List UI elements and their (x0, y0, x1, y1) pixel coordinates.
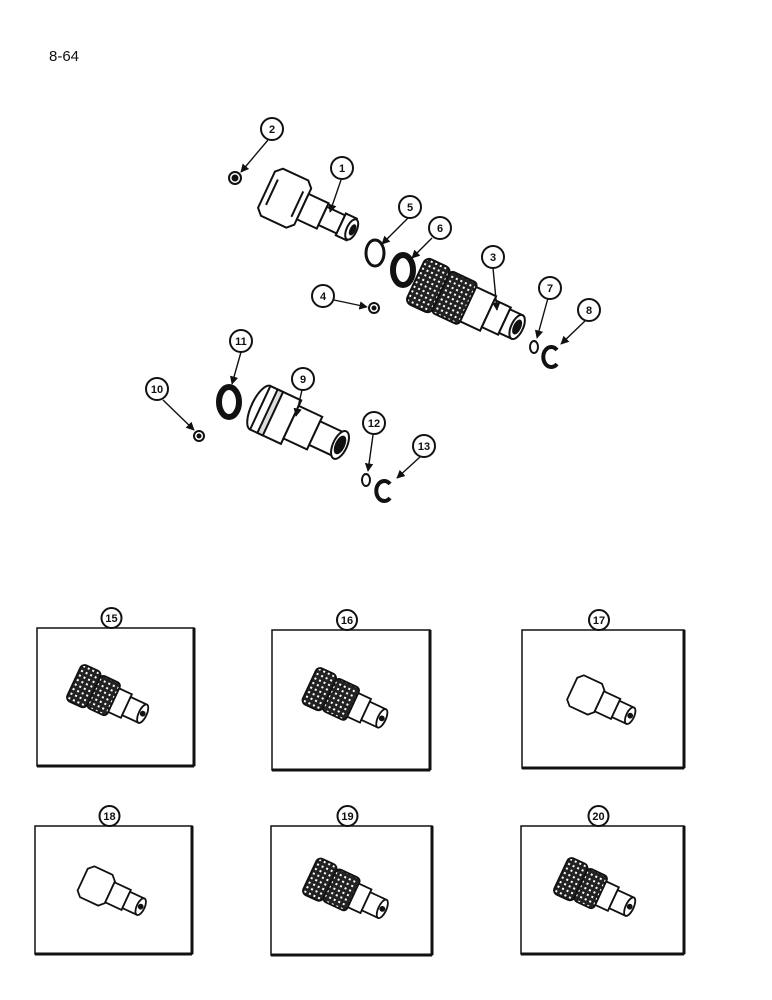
coupling-illustration (302, 857, 389, 920)
callout-11: 11 (229, 329, 253, 353)
part-5-ring (364, 238, 386, 268)
callout-5-label: 5 (407, 202, 413, 214)
panel-17: 17 (521, 609, 686, 770)
page-number: 8-64 (49, 48, 80, 65)
callout-8-label: 8 (586, 305, 592, 317)
panel-label: 18 (103, 811, 115, 823)
callout-5: 5 (398, 195, 422, 219)
leader-lines (162, 139, 587, 479)
callout-4: 4 (311, 284, 335, 308)
callout-7: 7 (538, 276, 562, 300)
coupling-illustration (566, 674, 637, 726)
panel-15: 15 (36, 607, 196, 768)
part-6-ring (390, 252, 416, 288)
panel-19: 19 (270, 805, 434, 957)
panel-label: 19 (341, 811, 353, 823)
part-4-ball (368, 302, 380, 314)
part-3-coupler (406, 257, 526, 341)
panel-15-callout (100, 607, 123, 629)
callout-10: 10 (145, 377, 169, 401)
part-10-ball (193, 430, 205, 442)
callout-2: 2 (260, 117, 284, 141)
callouts: 1 2 3 4 5 6 7 8 9 10 11 12 13 (145, 117, 601, 458)
panel-19-callout (336, 805, 359, 827)
callout-10-label: 10 (151, 384, 163, 396)
panels: 15 16 17 18 19 20 (34, 607, 686, 957)
callout-1-label: 1 (339, 163, 345, 175)
part-1-nipple (256, 167, 360, 242)
callout-3: 3 (481, 245, 505, 269)
part-7-ring (529, 340, 539, 354)
callout-9-label: 9 (300, 374, 306, 386)
callout-12: 12 (362, 411, 386, 435)
part-9-coupler (246, 384, 350, 460)
callout-2-label: 2 (269, 124, 275, 136)
coupling-illustration (66, 664, 150, 724)
callout-11-label: 11 (235, 336, 247, 348)
callout-4-label: 4 (320, 291, 327, 303)
callout-7-label: 7 (547, 283, 553, 295)
callout-6-label: 6 (437, 223, 443, 235)
panel-18-callout (98, 805, 121, 827)
callout-12-label: 12 (368, 418, 380, 430)
part-11-ring (216, 384, 242, 420)
panel-18: 18 (34, 805, 194, 956)
callout-8: 8 (577, 298, 601, 322)
part-8-snapring (541, 345, 559, 369)
panel-label: 20 (592, 811, 604, 823)
part-12-ring (361, 473, 371, 487)
panel-20-callout (587, 805, 610, 827)
part-13-snapring (374, 479, 392, 503)
callout-3-label: 3 (490, 252, 496, 264)
panel-label: 17 (593, 615, 605, 627)
coupling-illustration (76, 865, 147, 917)
coupling-illustration (301, 667, 389, 729)
part-2-retainer (228, 171, 242, 185)
panel-16-callout (336, 609, 358, 631)
panel-17-callout (588, 609, 610, 631)
callout-9: 9 (291, 367, 315, 391)
callout-1: 1 (330, 156, 354, 180)
exploded-assembly (193, 167, 559, 503)
panel-label: 16 (341, 615, 353, 627)
coupling-illustration (553, 857, 637, 917)
panel-label: 15 (105, 613, 117, 625)
callout-13: 13 (412, 434, 436, 458)
panel-20: 20 (520, 805, 686, 956)
callout-13-label: 13 (418, 441, 430, 453)
callout-6: 6 (428, 216, 452, 240)
panel-16: 16 (271, 609, 432, 772)
